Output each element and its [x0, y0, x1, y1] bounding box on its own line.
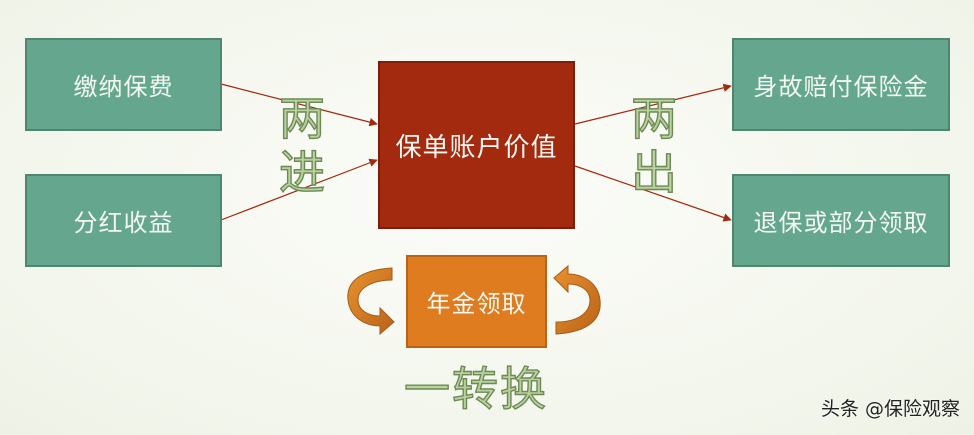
- output-label: 退保或部分领取: [753, 209, 929, 237]
- output-label: 身故赔付保险金: [753, 73, 929, 101]
- arrow-account-to-surrender: [574, 165, 732, 222]
- input-label: 缴纳保费: [73, 73, 174, 101]
- arrow-account-to-death-benefit: [574, 83, 732, 125]
- center-box-account-value: 保单账户价值: [378, 61, 575, 229]
- arrow-premium-to-account: [220, 83, 378, 127]
- annuity-box: 年金领取: [406, 255, 547, 348]
- inflow-annotation: 两进: [271, 93, 326, 202]
- conversion-annotation: 一转换: [403, 362, 548, 416]
- center-label: 保单账户价值: [395, 132, 558, 163]
- watermark: 头条 @保险观察: [820, 398, 960, 420]
- input-box-dividend: 分红收益: [25, 174, 222, 267]
- arrow-dividend-to-account: [220, 158, 378, 221]
- curved-arrow-right-icon: [553, 264, 601, 335]
- annuity-label: 年金领取: [426, 290, 527, 318]
- outflow-annotation: 两出: [623, 93, 678, 202]
- input-label: 分红收益: [73, 209, 174, 237]
- output-box-surrender: 退保或部分领取: [732, 174, 950, 267]
- curved-arrow-left-icon: [347, 267, 395, 336]
- input-box-premium: 缴纳保费: [25, 38, 222, 131]
- output-box-death-benefit: 身故赔付保险金: [732, 38, 950, 131]
